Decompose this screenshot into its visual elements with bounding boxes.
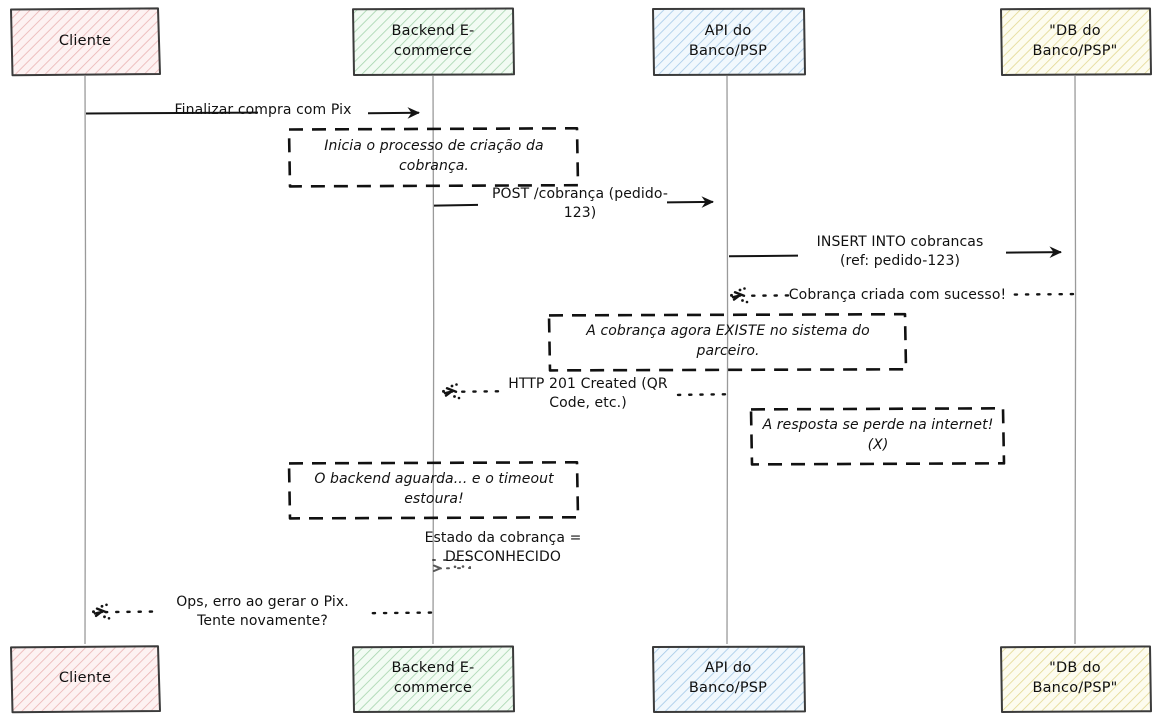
note-box-shape — [287, 127, 580, 188]
message-label-http-201: HTTP 201 Created (QR Code, etc.) — [483, 375, 693, 413]
lifeline-cliente — [84, 75, 87, 645]
actor-box-shape — [1000, 7, 1152, 76]
note-label-resposta-perdida: A resposta se perde na internet! (X) — [760, 409, 996, 463]
message-text-line2: DESCONHECIDO — [444, 548, 562, 565]
actor-box-cliente-bottom[interactable] — [10, 645, 161, 714]
note-label-cobranca-existe: A cobrança agora EXISTE no sistema do pa… — [558, 315, 898, 369]
note-text: A cobrança agora EXISTE no sistema do pa… — [586, 323, 870, 359]
message-text-line1: Estado da cobrança = — [424, 530, 582, 546]
note-box-shape — [547, 312, 908, 372]
actor-box-api-bottom[interactable] — [652, 645, 806, 713]
message-arrow-ops-erro — [92, 603, 433, 620]
actor-box-shape — [352, 7, 515, 76]
message-text-line2: 123) — [563, 204, 597, 221]
message-arrow-insert-into — [728, 246, 1062, 259]
note-text: O backend aguarda... e o timeout estoura… — [314, 471, 554, 507]
actor-box-shape — [10, 7, 161, 77]
lifeline-db — [1074, 75, 1077, 645]
actor-box-backend-top[interactable] — [352, 7, 515, 76]
message-text: Cobrança criada com sucesso! — [788, 287, 1007, 303]
actor-box-shape — [352, 645, 515, 713]
actor-box-db-bottom[interactable] — [1000, 645, 1152, 713]
message-arrow-finalizar-compra — [85, 107, 420, 119]
note-box-shape — [749, 407, 1006, 466]
actor-box-cliente-top[interactable] — [10, 7, 161, 77]
actor-box-shape — [652, 645, 806, 713]
note-text: Inicia o processo de criação da cobrança… — [324, 138, 544, 174]
note-label-timeout: O backend aguarda... e o timeout estoura… — [296, 463, 572, 517]
message-arrow-cobranca-criada — [730, 287, 1075, 304]
message-text-line2: Code, etc.) — [549, 394, 627, 411]
message-arrow-post-cobranca — [433, 196, 714, 208]
actor-box-db-top[interactable] — [1000, 7, 1152, 76]
note-box-shape — [287, 461, 580, 520]
actor-box-api-top[interactable] — [652, 7, 806, 76]
message-text-line1: POST /cobrança (pedido- — [492, 186, 668, 202]
actor-box-shape — [10, 645, 161, 714]
message-label-finalizar-compra: Finalizar compra com Pix — [158, 101, 368, 120]
note-text: A resposta se perde na internet! (X) — [762, 417, 994, 453]
actor-box-shape — [1000, 645, 1152, 713]
lifelines — [84, 75, 1077, 645]
note-box-timeout — [287, 461, 580, 520]
message-label-cobranca-criada: Cobrança criada com sucesso! — [785, 286, 1010, 305]
note-box-resposta-perdida — [749, 407, 1006, 466]
message-text: Finalizar compra com Pix — [174, 102, 352, 118]
note-label-inicia-processo: Inicia o processo de criação da cobrança… — [296, 129, 572, 185]
actor-box-shape — [652, 7, 806, 76]
lifeline-backend — [432, 75, 435, 645]
note-box-cobranca-existe — [547, 312, 908, 372]
message-text-line2: Tente novamente? — [197, 612, 328, 629]
message-label-estado-desconhecido: Estado da cobrança = DESCONHECIDO — [398, 529, 608, 567]
message-text-line1: Ops, erro ao gerar o Pix. — [176, 594, 349, 610]
note-box-inicia-processo — [287, 127, 580, 188]
message-label-ops-erro: Ops, erro ao gerar o Pix. Tente novament… — [155, 593, 370, 631]
message-text-line1: HTTP 201 Created (QR — [508, 376, 668, 392]
lifeline-api — [726, 75, 729, 645]
message-label-post-cobranca: POST /cobrança (pedido- 123) — [465, 185, 695, 223]
message-label-insert-into: INSERT INTO cobrancas (ref: pedido-123) — [790, 233, 1010, 271]
message-arrow-http-201 — [442, 383, 727, 400]
message-text-line2: (ref: pedido-123) — [839, 252, 961, 269]
message-arrow-estado-desconhecido-self — [432, 559, 471, 572]
actor-box-backend-bottom[interactable] — [352, 645, 515, 713]
message-text-line1: INSERT INTO cobrancas — [816, 234, 984, 250]
